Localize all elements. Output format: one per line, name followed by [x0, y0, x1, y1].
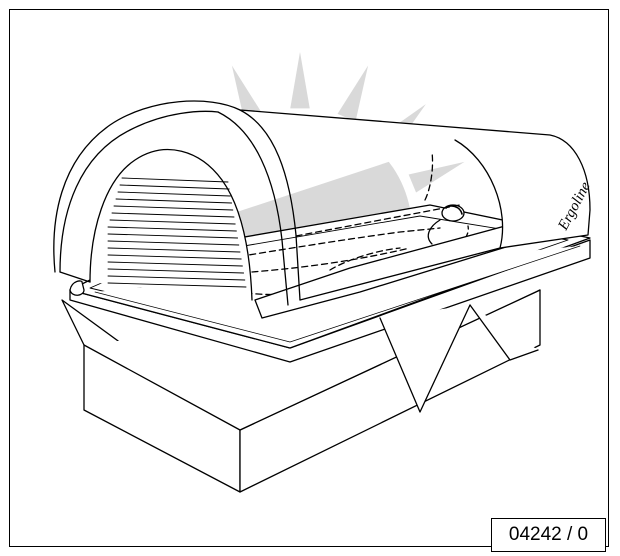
sun-ray [231, 65, 263, 122]
figure-reference-code: 04242 / 0 [491, 518, 606, 552]
canopy [53, 100, 591, 306]
lamp-tube [117, 191, 231, 197]
lamp-tube [113, 205, 234, 211]
lamp-tube [121, 177, 229, 183]
sun-ray [290, 52, 310, 109]
lamp-tube [109, 219, 236, 225]
lamp-tube [107, 247, 241, 253]
sun-ray [337, 65, 369, 122]
lamp-tube [107, 240, 240, 246]
lamp-tube [107, 282, 247, 288]
sun-ray [408, 161, 465, 193]
lamp-tube [107, 233, 239, 239]
lamp-tube [107, 254, 242, 260]
lamp-tube [115, 198, 233, 204]
lamp-tube [119, 184, 230, 190]
lamp-tube [107, 275, 246, 281]
lamp-tube [111, 212, 235, 218]
lamp-tube [107, 261, 243, 267]
lamp-tube [107, 268, 245, 274]
reference-code-text: 04242 / 0 [508, 524, 589, 545]
bed-base [61, 239, 591, 493]
lamp-tube [107, 226, 237, 232]
lamp-tubes [107, 177, 247, 288]
